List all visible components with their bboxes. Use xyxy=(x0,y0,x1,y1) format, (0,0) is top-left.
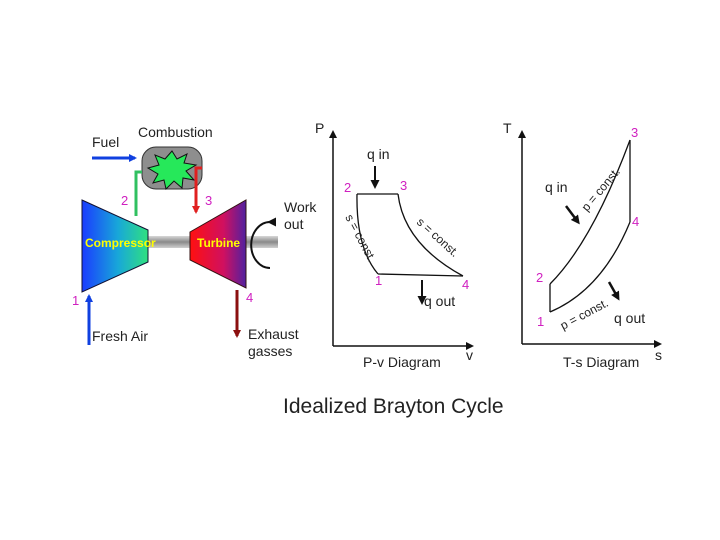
work-out-label-line1: Work xyxy=(284,199,317,215)
engine-state-4: 4 xyxy=(246,290,253,305)
pv-state-1: 1 xyxy=(375,273,382,288)
duct-3 xyxy=(192,166,202,214)
fresh-air-label: Fresh Air xyxy=(92,328,148,344)
ts-heat-addition-curve xyxy=(549,139,631,285)
ts-axis-x-label: s xyxy=(655,347,662,363)
pv-state-2: 2 xyxy=(344,180,351,195)
engine-state-2: 2 xyxy=(121,193,128,208)
ts-axis-y-label: T xyxy=(503,120,512,136)
compressor-label: Compressor xyxy=(85,236,156,250)
turbine-shape xyxy=(189,199,247,289)
ts-q-in-label: q in xyxy=(545,179,568,195)
pv-q-out-label: q out xyxy=(424,293,455,309)
ts-q-out-arrow xyxy=(607,281,620,301)
ts-curve-lower-label: p = const. xyxy=(558,296,611,333)
ts-state-1: 1 xyxy=(537,314,544,329)
pv-diagram: P v 2 3 1 4 s = const. s = const. q in q… xyxy=(315,120,474,370)
pv-q-in-label: q in xyxy=(367,146,390,162)
pv-expansion-curve xyxy=(397,193,464,277)
ts-diagram: T s 3 4 2 1 p = const. p = const. q in q… xyxy=(503,120,662,370)
ts-q-in-arrow xyxy=(565,205,580,225)
pv-heat-rejection-line xyxy=(377,273,464,277)
ts-state-4: 4 xyxy=(632,214,639,229)
pv-state-4: 4 xyxy=(462,277,469,292)
pv-axis-y-label: P xyxy=(315,120,324,136)
work-out-rotation-arrow xyxy=(250,217,277,269)
engine-state-3: 3 xyxy=(205,193,212,208)
ts-state-2: 2 xyxy=(536,270,543,285)
pv-compression-curve xyxy=(356,193,379,275)
fuel-label: Fuel xyxy=(92,134,119,150)
compressor-shape xyxy=(81,199,149,293)
ts-heat-rejection-curve xyxy=(549,221,631,313)
combustion-label: Combustion xyxy=(138,124,213,140)
exhaust-label-line2: gasses xyxy=(248,343,292,359)
pv-axis-x-label: v xyxy=(466,347,473,363)
pv-state-3: 3 xyxy=(400,178,407,193)
figure-title: Idealized Brayton Cycle xyxy=(283,395,504,418)
turbine-label: Turbine xyxy=(197,236,240,250)
pv-curve-left-label: s = const. xyxy=(342,212,379,264)
engine-state-1: 1 xyxy=(72,293,79,308)
ts-q-out-label: q out xyxy=(614,310,645,326)
ts-state-3: 3 xyxy=(631,125,638,140)
exhaust-label-line1: Exhaust xyxy=(248,326,299,342)
duct-2 xyxy=(134,170,142,216)
work-out-label-line2: out xyxy=(284,216,304,232)
engine-schematic: Compressor Turbine Combustion Fuel 2 3 W… xyxy=(72,124,317,359)
flame-burst-icon xyxy=(146,150,198,190)
pv-diagram-title: P-v Diagram xyxy=(363,354,441,370)
pv-curve-right-label: s = const. xyxy=(414,215,462,260)
ts-diagram-title: T-s Diagram xyxy=(563,354,639,370)
ts-curve-upper-label: p = const. xyxy=(579,165,623,214)
